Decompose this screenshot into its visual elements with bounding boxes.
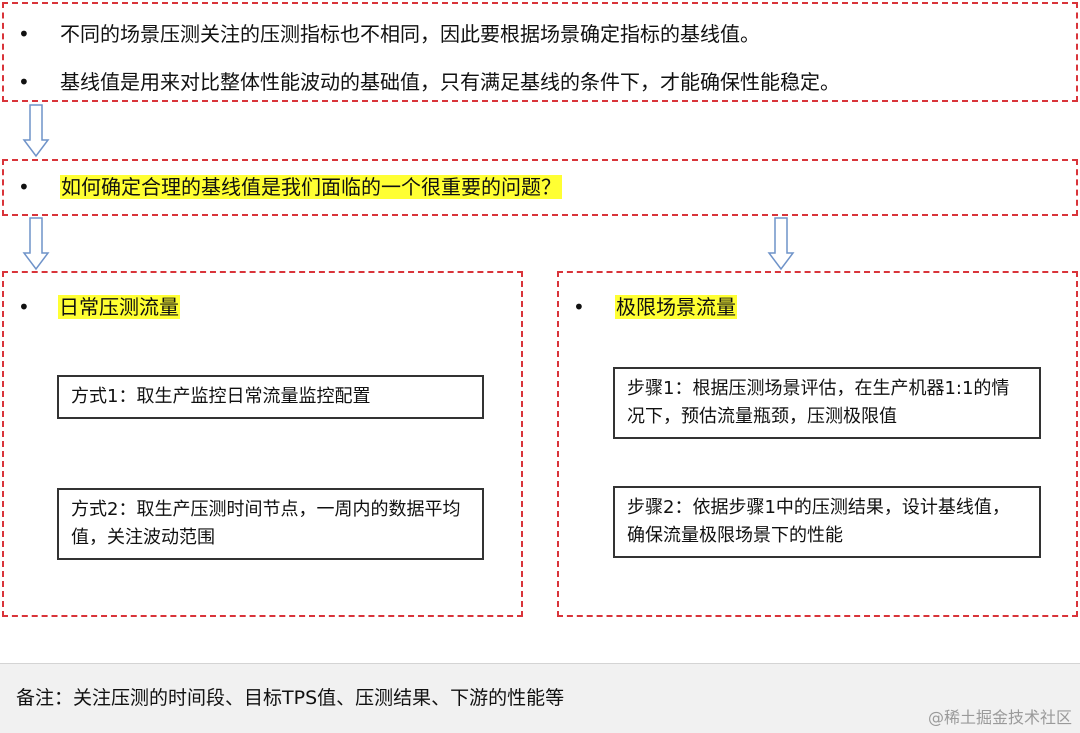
watermark: @稀土掘金技术社区 [927, 708, 1072, 727]
question-highlight: 如何确定合理的基线值是我们面临的一个很重要的问题？ [60, 175, 562, 199]
down-arrow-icon [22, 217, 50, 271]
bullet: • [18, 175, 30, 199]
method-2-box: 方式2：取生产压测时间节点，一周内的数据平均值，关注波动范围 [57, 488, 484, 560]
bullet: • [18, 295, 30, 319]
intro-bullet-2: 基线值是用来对比整体性能波动的基础值，只有满足基线的条件下，才能确保性能稳定。 [60, 70, 840, 94]
step-2-text: 步骤2：依据步骤1中的压测结果，设计基线值，确保流量极限场景下的性能 [627, 497, 1010, 546]
down-arrow-icon [767, 217, 795, 271]
intro-bullet-1: 不同的场景压测关注的压测指标也不相同，因此要根据场景确定指标的基线值。 [60, 22, 760, 46]
question-text: 如何确定合理的基线值是我们面临的一个很重要的问题？ [60, 173, 562, 201]
bullet: • [573, 295, 585, 319]
method-2-text: 方式2：取生产压测时间节点，一周内的数据平均值，关注波动范围 [71, 499, 461, 548]
bullet: • [18, 70, 30, 94]
step-2-box: 步骤2：依据步骤1中的压测结果，设计基线值，确保流量极限场景下的性能 [613, 486, 1041, 558]
note-bar: 备注：关注压测的时间段、目标TPS值、压测结果、下游的性能等 @稀土掘金技术社区 [0, 663, 1080, 733]
daily-traffic-title: 日常压测流量 [58, 293, 180, 321]
extreme-traffic-panel: • 极限场景流量 步骤1：根据压测场景评估，在生产机器1:1的情况下，预估流量瓶… [557, 271, 1078, 617]
daily-traffic-panel: • 日常压测流量 方式1：取生产监控日常流量监控配置 方式2：取生产压测时间节点… [2, 271, 523, 617]
note-text: 备注：关注压测的时间段、目标TPS值、压测结果、下游的性能等 [16, 687, 565, 709]
step-1-text: 步骤1：根据压测场景评估，在生产机器1:1的情况下，预估流量瓶颈，压测极限值 [627, 378, 1010, 427]
question-box: • 如何确定合理的基线值是我们面临的一个很重要的问题？ [2, 159, 1078, 216]
extreme-traffic-title-highlight: 极限场景流量 [615, 295, 737, 319]
intro-box: • 不同的场景压测关注的压测指标也不相同，因此要根据场景确定指标的基线值。 • … [2, 2, 1078, 102]
method-1-box: 方式1：取生产监控日常流量监控配置 [57, 375, 484, 419]
extreme-traffic-title: 极限场景流量 [615, 293, 737, 321]
daily-traffic-title-highlight: 日常压测流量 [58, 295, 180, 319]
method-1-text: 方式1：取生产监控日常流量监控配置 [71, 386, 371, 407]
bullet: • [18, 22, 30, 46]
step-1-box: 步骤1：根据压测场景评估，在生产机器1:1的情况下，预估流量瓶颈，压测极限值 [613, 367, 1041, 439]
down-arrow-icon [22, 104, 50, 158]
